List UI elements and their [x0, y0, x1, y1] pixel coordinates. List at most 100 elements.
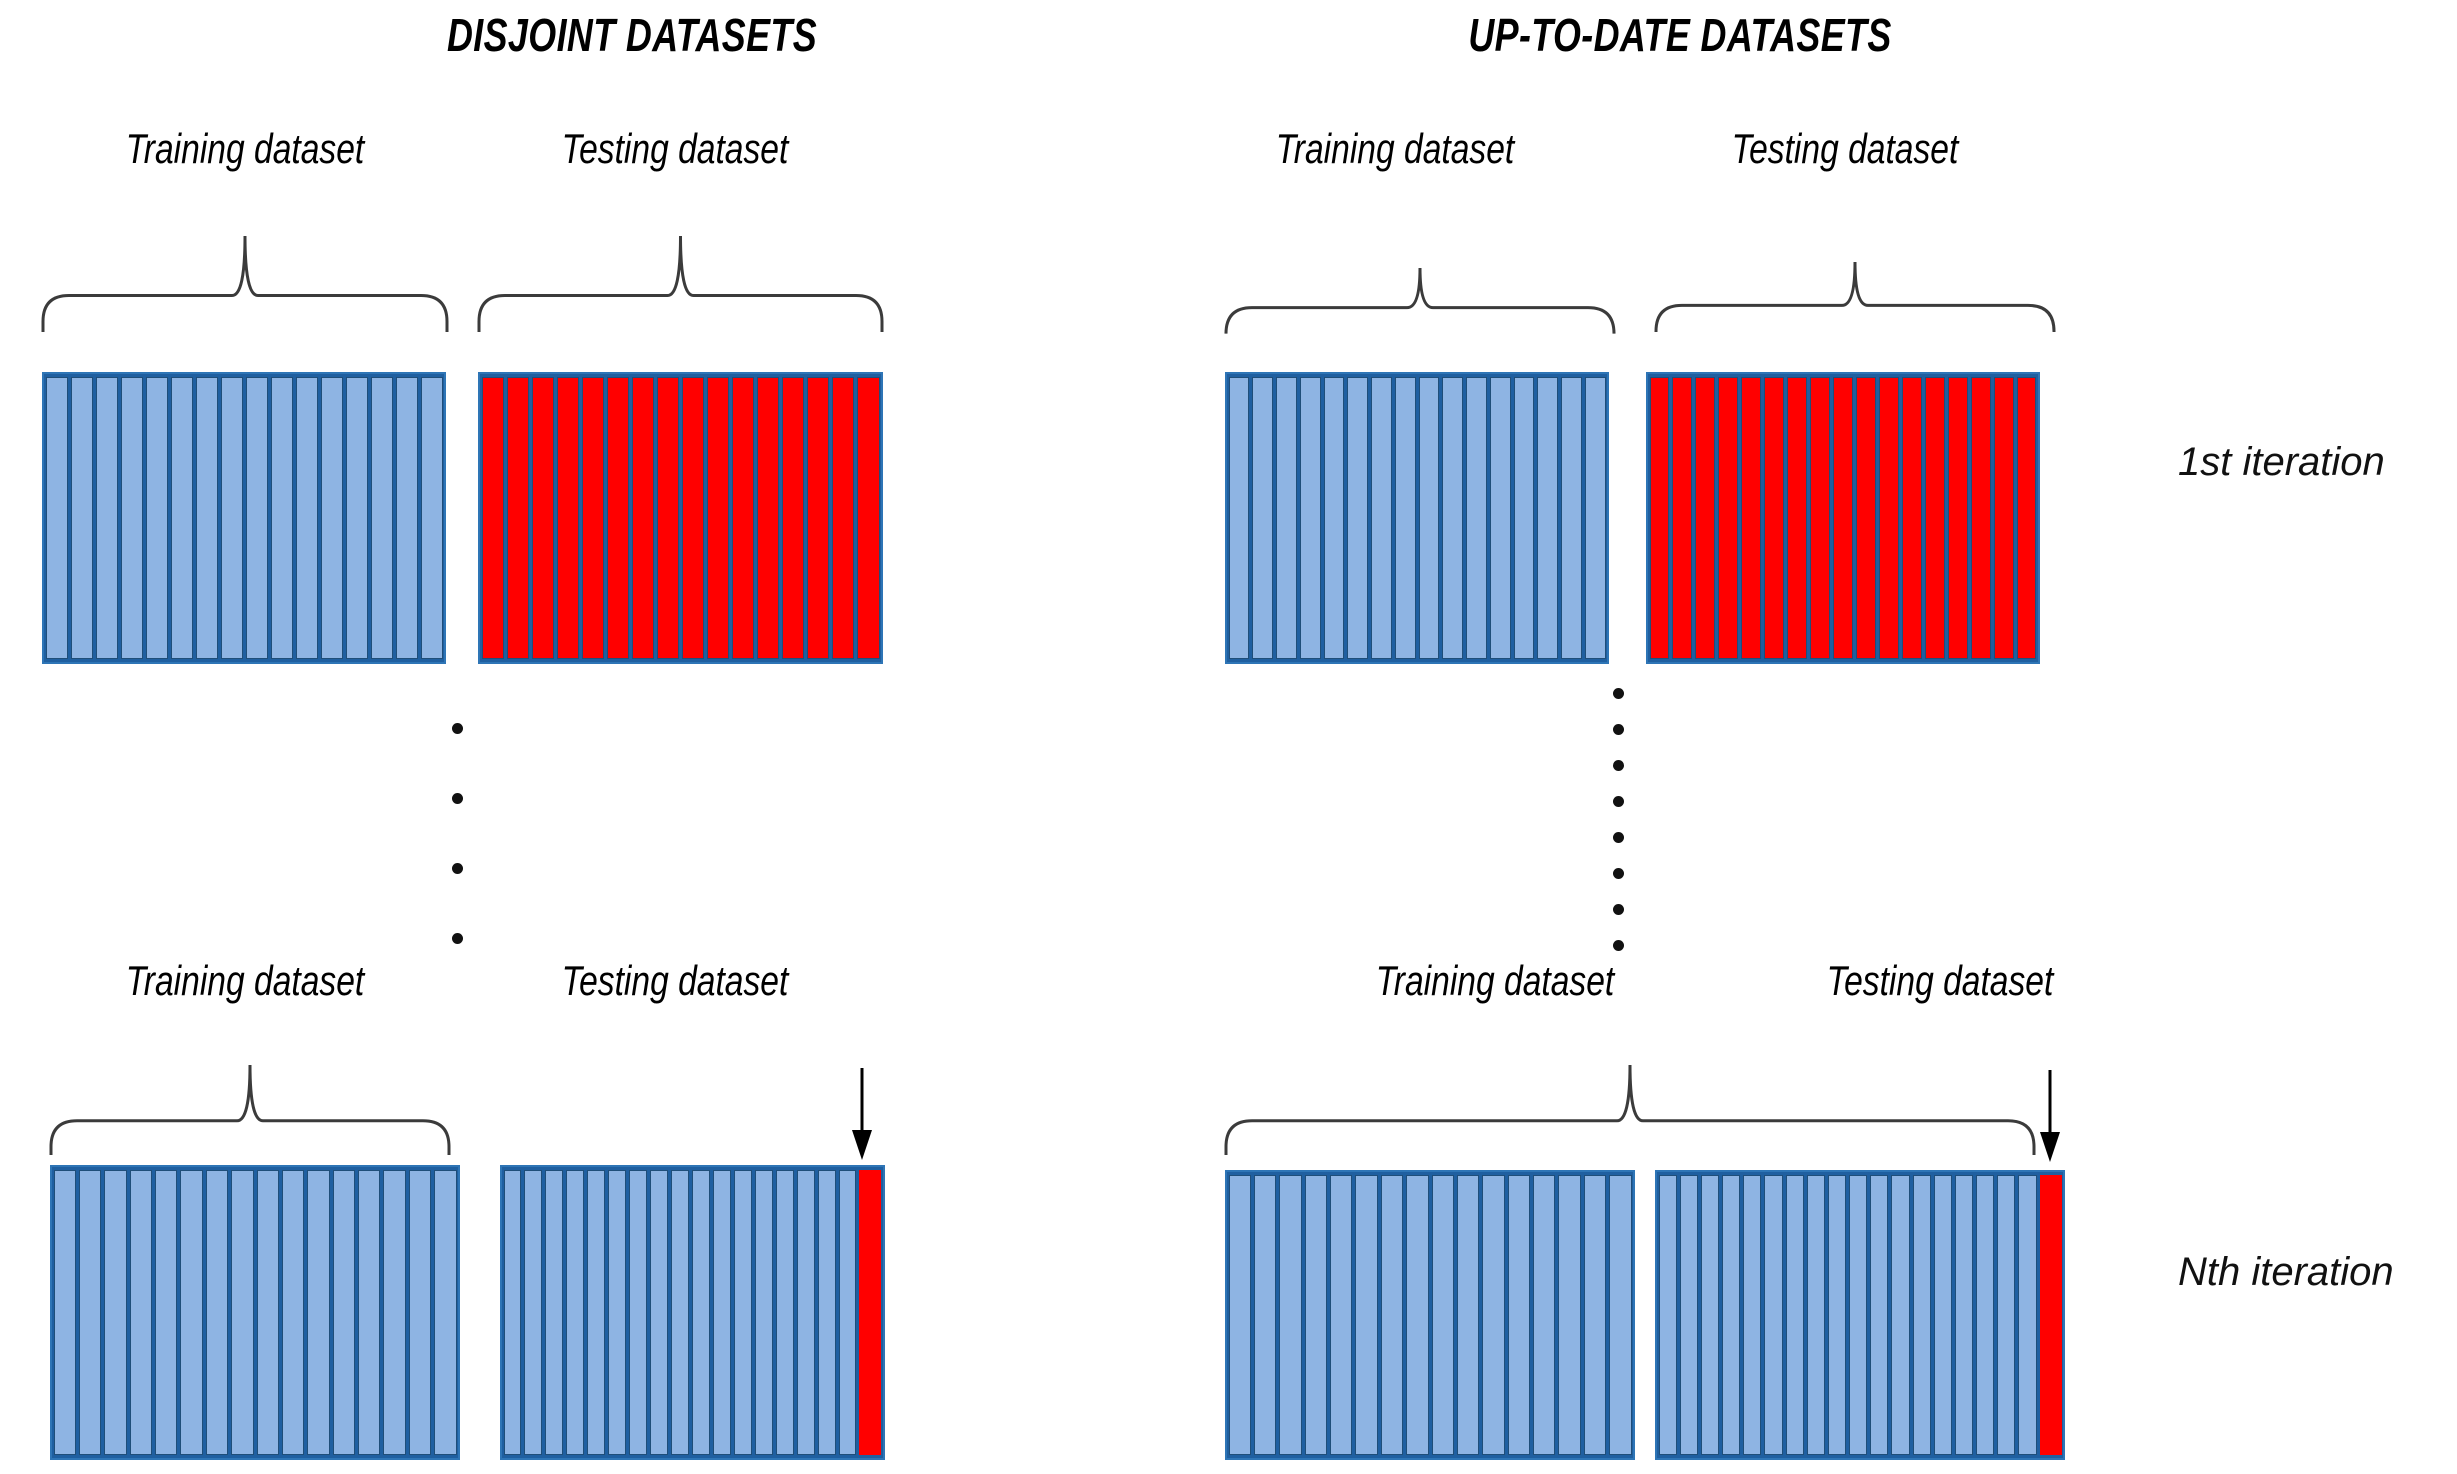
dataset-label: Training dataset — [125, 957, 365, 1004]
dataset-stripe — [155, 1170, 178, 1455]
ellipsis-dot — [1613, 832, 1624, 843]
dataset-stripe — [1785, 1175, 1804, 1455]
dataset-stripe — [2018, 1175, 2037, 1455]
dataset-stripe — [631, 377, 654, 659]
dataset-stripe — [754, 1170, 773, 1455]
dataset-stripe — [1228, 1175, 1251, 1455]
dataset-label: Testing dataset — [1826, 957, 2054, 1004]
dataset-stripe — [270, 377, 293, 659]
dataset-stripe — [434, 1170, 457, 1455]
dataset-stripe — [320, 377, 343, 659]
dataset-stripe — [1442, 377, 1463, 659]
dataset-stripe — [370, 377, 393, 659]
dataset-stripe — [1253, 1175, 1277, 1455]
dataset-stripe — [587, 1170, 606, 1455]
dataset-stripe — [307, 1170, 330, 1455]
dataset-stripe — [1323, 377, 1345, 659]
dataset-stripe — [1583, 1175, 1607, 1455]
dataset-stripe — [807, 377, 830, 659]
dataset-stripe — [531, 377, 554, 659]
dataset-stripe — [395, 377, 418, 659]
dataset-stripe — [606, 377, 629, 659]
dataset-stripe — [581, 377, 604, 659]
dataset-stripe — [566, 1170, 585, 1455]
dataset-stripe — [650, 1170, 668, 1455]
dataset-stripe — [1299, 377, 1321, 659]
dataset-label: Training dataset — [1275, 125, 1515, 172]
dataset-stripe — [1933, 1175, 1952, 1455]
dataset-block-up-to-date-1-1 — [1655, 1170, 2065, 1460]
arrow-down-icon-up-to-date-1-0 — [2036, 1070, 2064, 1162]
dataset-stripe — [1431, 1175, 1454, 1455]
dataset-stripe — [1870, 1175, 1889, 1455]
ellipsis-dot — [1613, 760, 1624, 771]
dataset-stripe — [775, 1170, 794, 1455]
ellipsis-dot — [1613, 868, 1624, 879]
dataset-stripe — [78, 1170, 102, 1455]
dataset-stripe — [1466, 377, 1487, 659]
brace-up-to-date-0-0 — [1224, 267, 1616, 334]
dataset-stripe — [782, 377, 805, 659]
dataset-stripe — [1764, 1175, 1783, 1455]
dataset-stripe — [345, 377, 368, 659]
dataset-stripe — [608, 1170, 627, 1455]
dataset-stripe — [1924, 377, 1945, 659]
dataset-stripe — [1993, 377, 2014, 659]
dataset-stripe — [671, 1170, 689, 1455]
dataset-stripe — [1304, 1175, 1327, 1455]
iteration-label: 1st iteration — [2178, 440, 2385, 484]
dataset-stripe — [220, 377, 243, 659]
ellipsis-dot — [1613, 904, 1624, 915]
dataset-stripe — [1787, 377, 1808, 659]
dataset-stripe — [1279, 1175, 1302, 1455]
dataset-stripe — [503, 1170, 522, 1455]
dataset-stripe — [1584, 377, 1606, 659]
dataset-stripe — [205, 1170, 229, 1455]
dataset-stripe — [129, 1170, 152, 1455]
dataset-stripe — [231, 1170, 254, 1455]
dataset-stripe — [245, 377, 268, 659]
dataset-stripe — [506, 377, 529, 659]
dataset-stripe — [1330, 1175, 1353, 1455]
dataset-stripe — [524, 1170, 543, 1455]
dataset-stripe — [1764, 377, 1785, 659]
panel-title-disjoint: DISJOINT DATASETS — [446, 9, 818, 61]
dataset-stripe — [1827, 1175, 1847, 1455]
dataset-stripe — [1912, 1175, 1931, 1455]
dataset-stripe — [1679, 1175, 1698, 1455]
dataset-label: Training dataset — [125, 125, 365, 172]
ellipsis-dot — [1613, 688, 1624, 699]
ellipsis-dot — [452, 793, 463, 804]
dataset-stripe — [332, 1170, 355, 1455]
dataset-stripe — [70, 377, 93, 659]
dataset-stripe — [712, 1170, 731, 1455]
dataset-stripe — [358, 1170, 381, 1455]
dataset-label: Testing dataset — [561, 125, 789, 172]
dataset-stripe — [1743, 1175, 1762, 1455]
brace-up-to-date-1-0 — [1224, 1064, 2036, 1155]
dataset-stripe — [1537, 377, 1558, 659]
dataset-block-disjoint-1-1 — [500, 1165, 885, 1460]
dataset-stripe — [733, 1170, 752, 1455]
panel-title-up-to-date: UP-TO-DATE DATASETS — [1468, 9, 1892, 61]
dataset-stripe — [1482, 1175, 1505, 1455]
dataset-stripe — [545, 1170, 564, 1455]
dataset-stripe — [195, 377, 218, 659]
dataset-stripe — [1849, 1175, 1868, 1455]
dataset-stripe — [1658, 1175, 1677, 1455]
dataset-stripe — [757, 377, 780, 659]
dataset-stripe — [1806, 1175, 1825, 1455]
arrow-down-icon-disjoint-1-0 — [848, 1068, 876, 1160]
dataset-stripe — [383, 1170, 406, 1455]
dataset-block-disjoint-0-0 — [42, 372, 446, 664]
dataset-stripe — [1855, 377, 1876, 659]
dataset-stripe — [45, 377, 68, 659]
dataset-label: Training dataset — [1375, 957, 1615, 1004]
brace-disjoint-1-0 — [49, 1064, 451, 1155]
dataset-stripe — [1228, 377, 1250, 659]
dataset-stripe-newest — [859, 1170, 882, 1455]
ellipsis-dot — [1613, 796, 1624, 807]
dataset-stripe — [481, 377, 504, 659]
ellipsis-dot — [452, 863, 463, 874]
dataset-stripe — [295, 377, 318, 659]
